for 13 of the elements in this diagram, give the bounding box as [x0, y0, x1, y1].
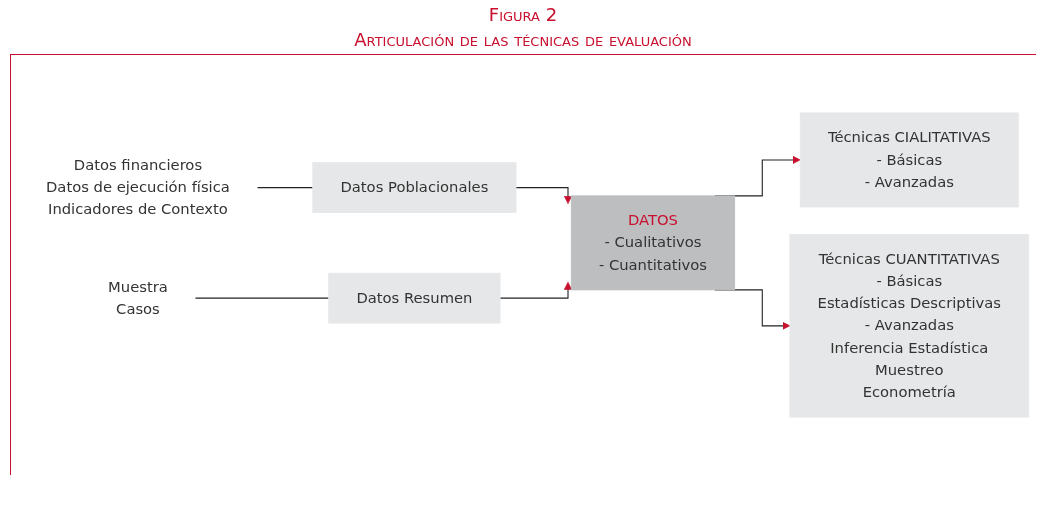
node-box: DATOS - Cualitativos - Cuantitativos: [570, 195, 736, 291]
arrow: [499, 281, 573, 299]
node-box: Datos Poblacionales: [312, 162, 517, 213]
connector: [194, 297, 330, 299]
node-box: Técnicas CIALITATIVAS - Básicas - Avanzadas: [799, 112, 1019, 208]
node-box: Datos Resumen: [328, 272, 501, 324]
node-box: Técnicas CUANTITATIVAS - Básicas Estadísticas Descriptivas - Avanzadas Inferencia Estadística Muestreo Econometría: [789, 234, 1030, 418]
node-text: Datos financieros Datos de ejecución física Indicadores de Contexto: [46, 156, 230, 218]
arrow: [515, 187, 573, 204]
figure-title: Figura 2: [487, 4, 559, 25]
figure-subtitle: Articulación de las técnicas de evaluación: [353, 29, 693, 50]
node-text: Muestra Casos: [108, 277, 168, 318]
connector: [256, 187, 314, 189]
